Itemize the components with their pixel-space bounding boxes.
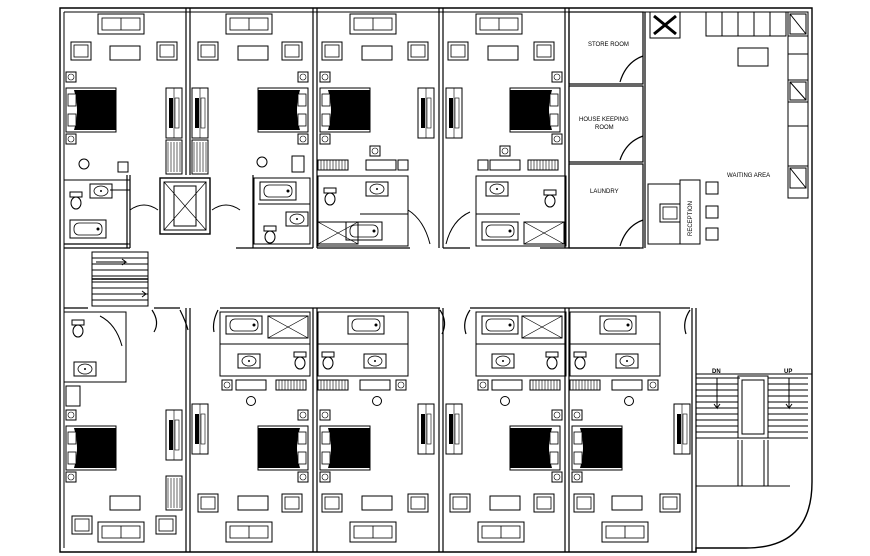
guest-room-7 <box>317 311 435 543</box>
lobby-furniture <box>647 11 809 245</box>
main-stair <box>696 373 812 487</box>
outer-walls <box>59 7 813 553</box>
guest-room-2 <box>191 13 311 245</box>
guest-room-3 <box>317 13 435 247</box>
stair-left <box>91 251 149 307</box>
stair-down-label: DN <box>712 369 721 375</box>
housekeeping-label-line1: HOUSE KEEPING <box>579 117 629 123</box>
laundry-label: LAUNDRY <box>590 189 619 195</box>
service-rooms <box>568 11 646 249</box>
stair-up-label: UP <box>784 369 792 375</box>
guest-room-4 <box>445 13 567 247</box>
bottom-room-walls <box>64 307 697 552</box>
store-room-label: STORE ROOM <box>588 42 629 48</box>
guest-room-5 <box>63 311 183 543</box>
waiting-area-label: WAITING AREA <box>727 173 770 179</box>
guest-room-9 <box>569 311 691 543</box>
guest-room-1 <box>63 13 183 245</box>
housekeeping-label-line2: ROOM <box>595 125 614 131</box>
lift-shaft-left <box>129 177 241 235</box>
guest-room-6 <box>191 311 311 543</box>
guest-room-8 <box>445 311 567 543</box>
reception-label: RECEPTION <box>688 201 694 236</box>
